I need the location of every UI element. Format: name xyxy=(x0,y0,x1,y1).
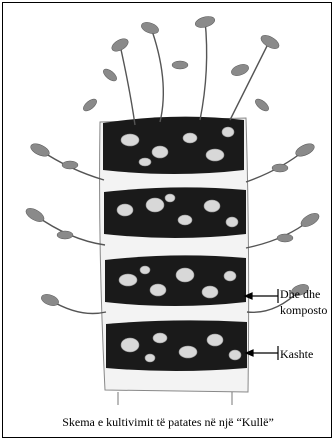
label-pointers xyxy=(245,289,278,360)
soil-layer-1 xyxy=(103,117,244,174)
soil-compost-label-line1: Dhe dhe xyxy=(280,287,320,301)
soil-compost-label-line2: komposto xyxy=(280,303,327,317)
figure-caption: Skema e kultivimit të patates në një “Ku… xyxy=(0,415,336,430)
straw-label: Kashte xyxy=(280,347,313,361)
